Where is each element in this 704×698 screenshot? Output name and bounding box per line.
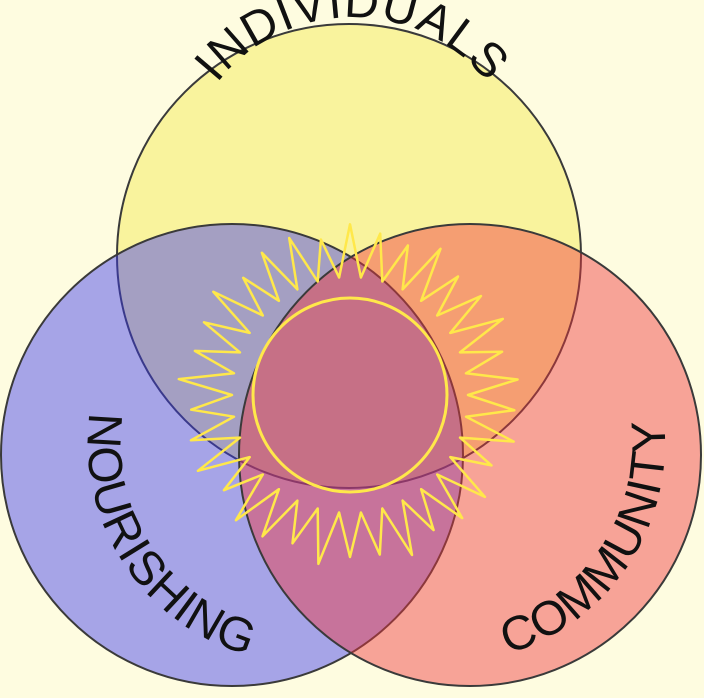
sun-rays [177, 223, 519, 566]
sun-icon [177, 223, 519, 566]
circle-nourishing [0, 223, 464, 687]
sun-disc [251, 296, 449, 494]
circle-community [238, 223, 702, 687]
